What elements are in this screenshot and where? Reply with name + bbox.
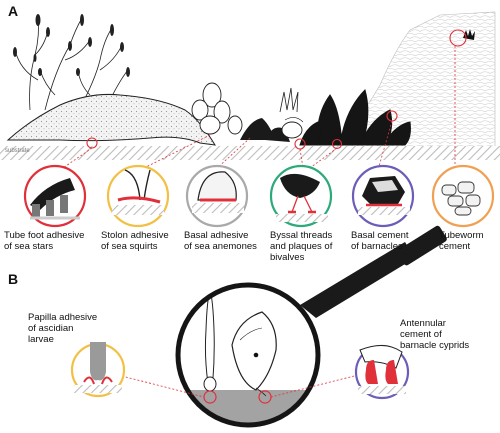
- detail-circle-sea-anemone: [185, 164, 249, 228]
- panel-a-label: A: [8, 3, 19, 19]
- substrate-band: [0, 146, 500, 160]
- mussels: [299, 89, 411, 146]
- label-stolon-adhesive: Stolon adhesive of sea squirts: [101, 230, 169, 252]
- seaweed-leaves: [13, 14, 130, 77]
- magnifier-lens: [175, 282, 321, 428]
- detail-circle-sea-star: [23, 164, 87, 228]
- callout-lines: [59, 46, 456, 171]
- detail-circle-sea-squirt: [106, 164, 170, 228]
- magnifier-handle: [300, 225, 447, 318]
- panel-b-callout-lines: [117, 374, 359, 398]
- label-byssal-threads: Byssal threads and plaques of bivalves: [270, 230, 333, 263]
- label-basal-adhesive: Basal adhesive of sea anemones: [184, 230, 257, 252]
- detail-circle-tubeworm: [431, 164, 495, 228]
- organism-callout-markers: [86, 29, 467, 150]
- panel-b-label: B: [8, 271, 19, 287]
- detail-circle-bivalve: [269, 164, 333, 228]
- detail-circle-ascidian-papilla: [70, 342, 126, 398]
- sea-star: [6, 94, 216, 146]
- label-papilla-adhesive: Papilla adhesive of ascidian larvae: [28, 312, 98, 345]
- sea-squirts: [191, 82, 243, 135]
- sea-anemones: [240, 87, 304, 142]
- label-tube-foot-adhesive: Tube foot adhesive of sea stars: [4, 230, 85, 252]
- detail-circle-barnacle: [351, 164, 415, 228]
- label-basal-cement: Basal cement of barnacles: [351, 230, 409, 252]
- label-tubeworm-cement: Tubeworm cement: [439, 230, 484, 252]
- label-antennular-cement: Antennular cement of barnacle cyprids: [400, 318, 470, 351]
- detail-circle-barnacle-cyprid: [354, 344, 410, 400]
- substrate-label: substrate: [5, 148, 30, 154]
